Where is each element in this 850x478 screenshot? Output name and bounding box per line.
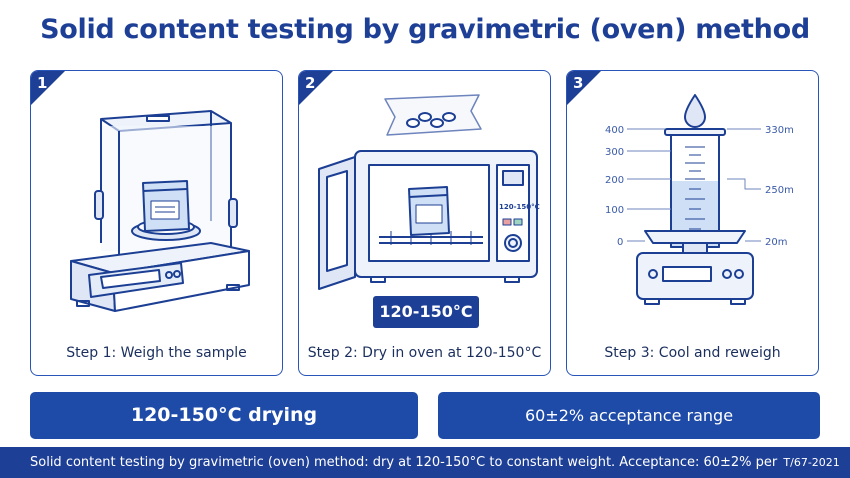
step-1-caption: Step 1: Weigh the sample	[66, 345, 247, 361]
left-tick-400: 400	[605, 125, 624, 136]
left-tick-100: 100	[605, 205, 624, 216]
right-tick-250m: 250m	[765, 185, 794, 196]
step-2-panel: 2	[298, 70, 551, 376]
step-3-number: 3	[573, 74, 584, 92]
left-tick-200: 200	[605, 175, 624, 186]
step-2-number: 2	[305, 74, 316, 92]
drying-oven-icon: 120-150°C	[318, 94, 540, 290]
drying-highlight-bar: 120-150°C drying	[30, 392, 418, 439]
footer-note: Solid content testing by gravimetric (ov…	[0, 447, 850, 478]
footer-standard: T/67-2021	[783, 456, 840, 469]
step-3-panel: 3	[566, 70, 819, 376]
oven-temp-label: 120-150°C	[499, 203, 540, 211]
right-tick-20m: 20m	[765, 237, 787, 248]
step-3-badge	[567, 71, 601, 105]
right-tick-330m: 330m	[765, 125, 794, 136]
footer-text: Solid content testing by gravimetric (ov…	[30, 455, 778, 470]
step-1-badge	[31, 71, 65, 105]
page-title: Solid content testing by gravimetric (ov…	[40, 14, 810, 45]
left-tick-0: 0	[617, 237, 623, 248]
graduated-cylinder-scale-icon: 400 300 200 100 0 330m 250m 20m	[605, 94, 794, 305]
step-1-panel: 1	[30, 70, 283, 376]
analytical-balance-icon	[70, 110, 250, 312]
step-2-badge	[299, 71, 333, 105]
step-2-caption: Step 2: Dry in oven at 120-150°C	[307, 345, 542, 361]
step-1-number: 1	[37, 74, 48, 92]
left-tick-300: 300	[605, 147, 624, 158]
oven-temperature-display: 120-150°C	[373, 296, 479, 328]
droplet-icon	[684, 94, 706, 128]
step-3-caption: Step 3: Cool and reweigh	[604, 345, 781, 361]
acceptance-highlight-bar: 60±2% acceptance range	[438, 392, 820, 439]
